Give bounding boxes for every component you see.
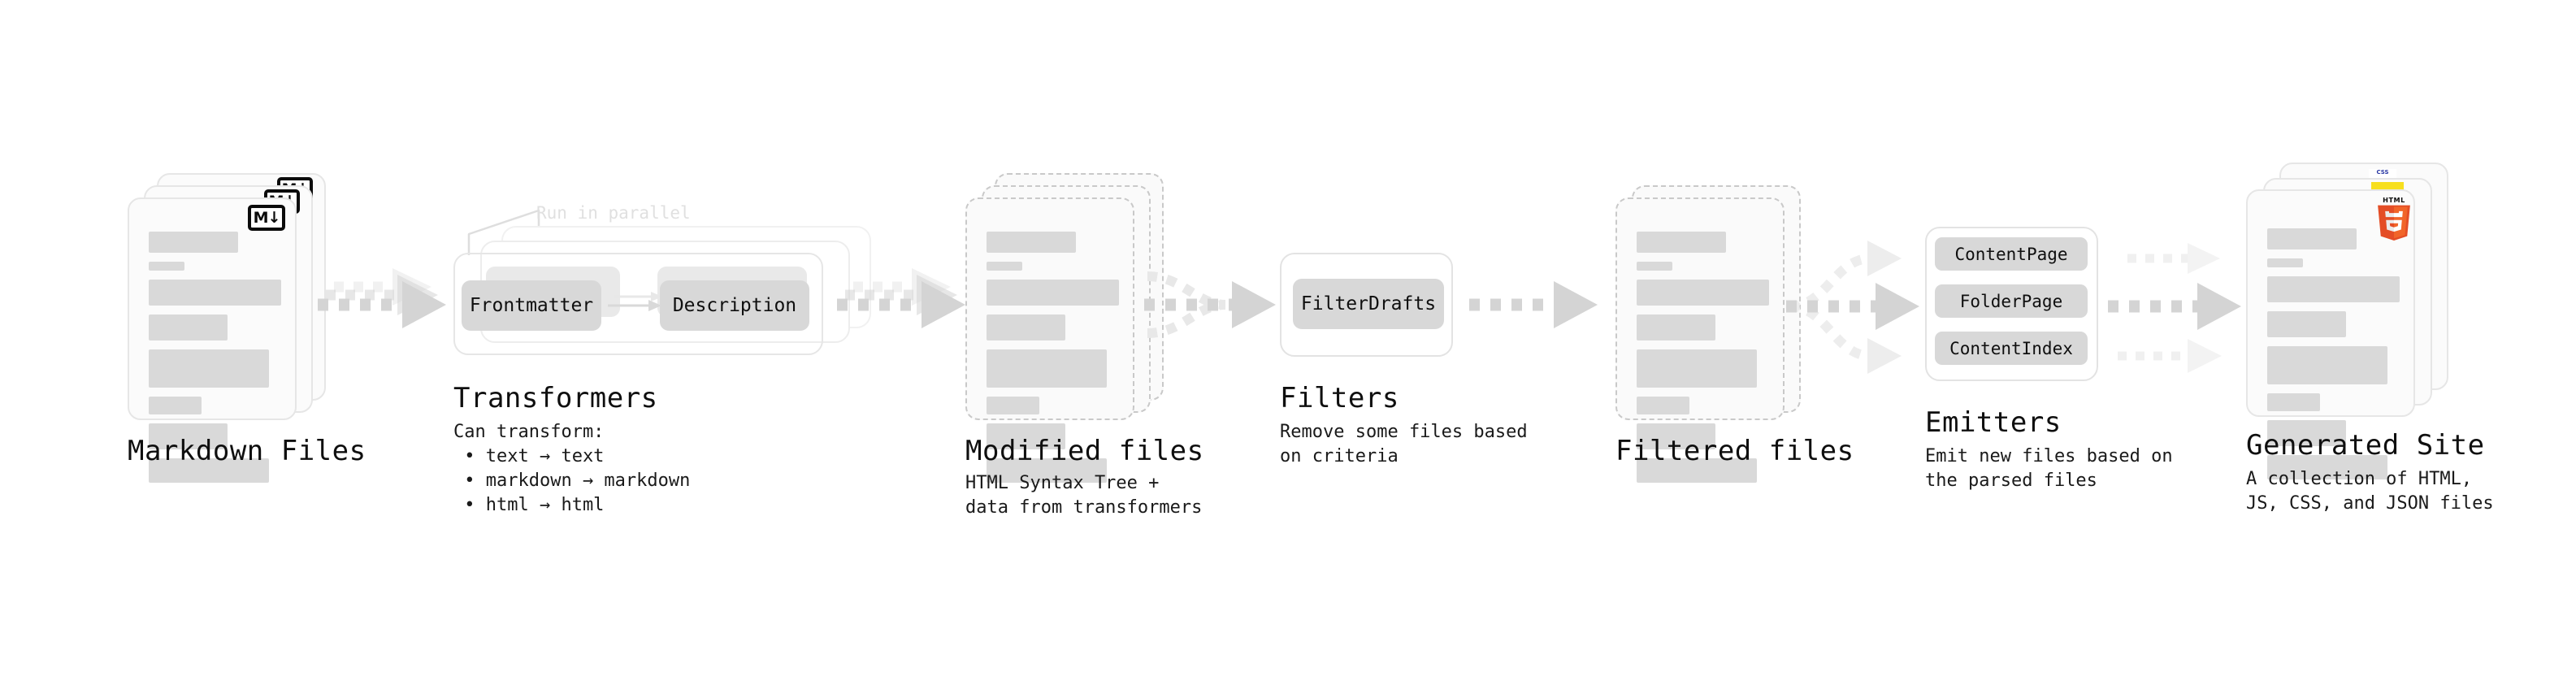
content-bar: [1637, 232, 1726, 253]
content-bar: [1637, 423, 1715, 449]
content-bar: [987, 349, 1107, 388]
arrow-transformers-to-modified: [830, 262, 977, 351]
stage-desc-emitters: Emit new files based on the parsed files: [1925, 446, 2173, 491]
chip-filterdrafts[interactable]: FilterDrafts: [1293, 279, 1444, 329]
content-bar: [149, 280, 281, 306]
chip-frontmatter[interactable]: Frontmatter: [462, 280, 601, 331]
arrow-filtered-to-emitters: [1785, 229, 1939, 384]
markdown-badge-front: M↓: [248, 205, 285, 231]
arrow-filters-to-filtered: [1463, 262, 1609, 351]
stage-title-filtered-files: Filtered files: [1615, 435, 1854, 467]
transformer-link-back-1: [614, 292, 662, 301]
arrow-svg: [2108, 243, 2241, 373]
content-bar: [149, 314, 228, 340]
stage-desc-modified-files: HTML Syntax Tree + data from transformer…: [965, 473, 1203, 518]
file-content-rows: [149, 232, 281, 492]
content-bar: [1637, 397, 1689, 414]
content-bar: [149, 397, 202, 414]
content-bar: [987, 314, 1065, 340]
stage-desc-generated-site: A collection of HTML, JS, CSS, and JSON …: [2246, 469, 2494, 514]
chip-folderpage[interactable]: FolderPage: [1935, 284, 2088, 318]
content-bar: [149, 423, 228, 449]
chip-contentindex[interactable]: ContentIndex: [1935, 332, 2088, 365]
generated-file-front: [2246, 189, 2415, 479]
content-bar: [2267, 455, 2387, 479]
stage-title-filters: Filters: [1280, 382, 1399, 414]
stage-title-modified-files: Modified files: [965, 435, 1204, 467]
content-bar: [1637, 280, 1769, 306]
arrow-svg: [318, 268, 446, 328]
stage-title-markdown-files: Markdown Files: [128, 435, 366, 467]
svg-text:HTML: HTML: [2383, 196, 2405, 204]
stage-desc-transformers: Can transform: • text → text • markdown …: [453, 422, 691, 515]
content-bar: [987, 262, 1022, 271]
run-in-parallel-bracket: [467, 209, 540, 255]
content-bar: [2267, 393, 2320, 411]
content-bar: [987, 280, 1119, 306]
content-bar: [987, 423, 1065, 449]
file-content-rows: [1637, 232, 1769, 492]
content-bar: [987, 458, 1107, 483]
content-bar: [149, 232, 238, 253]
content-bar: [2267, 228, 2357, 249]
run-in-parallel-label: Run in parallel: [536, 203, 691, 223]
file-content-rows: [2267, 228, 2400, 488]
arrow-svg: [1144, 271, 1276, 338]
stage-title-emitters: Emitters: [1925, 406, 2062, 439]
content-bar: [149, 349, 269, 388]
arrow-emitters-to-site: [2106, 229, 2261, 384]
content-bar: [2267, 276, 2400, 302]
content-bar: [2267, 258, 2303, 267]
arrow-modified-to-filters: [1141, 262, 1287, 351]
content-bar: [1637, 458, 1757, 483]
content-bar: [1637, 314, 1715, 340]
stage-title-generated-site: Generated Site: [2246, 429, 2485, 462]
html5-badge: HTML: [2378, 196, 2410, 241]
arrow-svg: [837, 268, 965, 328]
arrow-svg: [1786, 241, 1919, 374]
content-bar: [2267, 311, 2346, 337]
content-bar: [149, 262, 184, 271]
chip-description[interactable]: Description: [660, 280, 809, 331]
stage-title-transformers: Transformers: [453, 382, 658, 414]
content-bar: [149, 458, 269, 483]
content-bar: [1637, 262, 1672, 271]
stage-desc-filters: Remove some files based on criteria: [1280, 422, 1528, 466]
filtered-file-front: [1615, 197, 1785, 483]
content-bar: [2267, 346, 2387, 384]
content-bar: [987, 397, 1039, 414]
content-bar: [987, 232, 1076, 253]
file-content-rows: [987, 232, 1119, 492]
markdown-file-front: [128, 197, 297, 483]
content-bar: [2267, 420, 2346, 446]
content-bar: [1637, 349, 1757, 388]
stage-generated-site: CSS HTML Generated Site: [0, 0, 2494, 514]
arrow-svg: [1469, 281, 1598, 328]
transformer-panel-front: [453, 253, 823, 355]
transformer-link-front: [608, 300, 661, 311]
arrow-markdown-to-transformers: [311, 262, 458, 351]
chip-contentpage[interactable]: ContentPage: [1935, 237, 2088, 271]
modified-file-front: [965, 197, 1134, 483]
